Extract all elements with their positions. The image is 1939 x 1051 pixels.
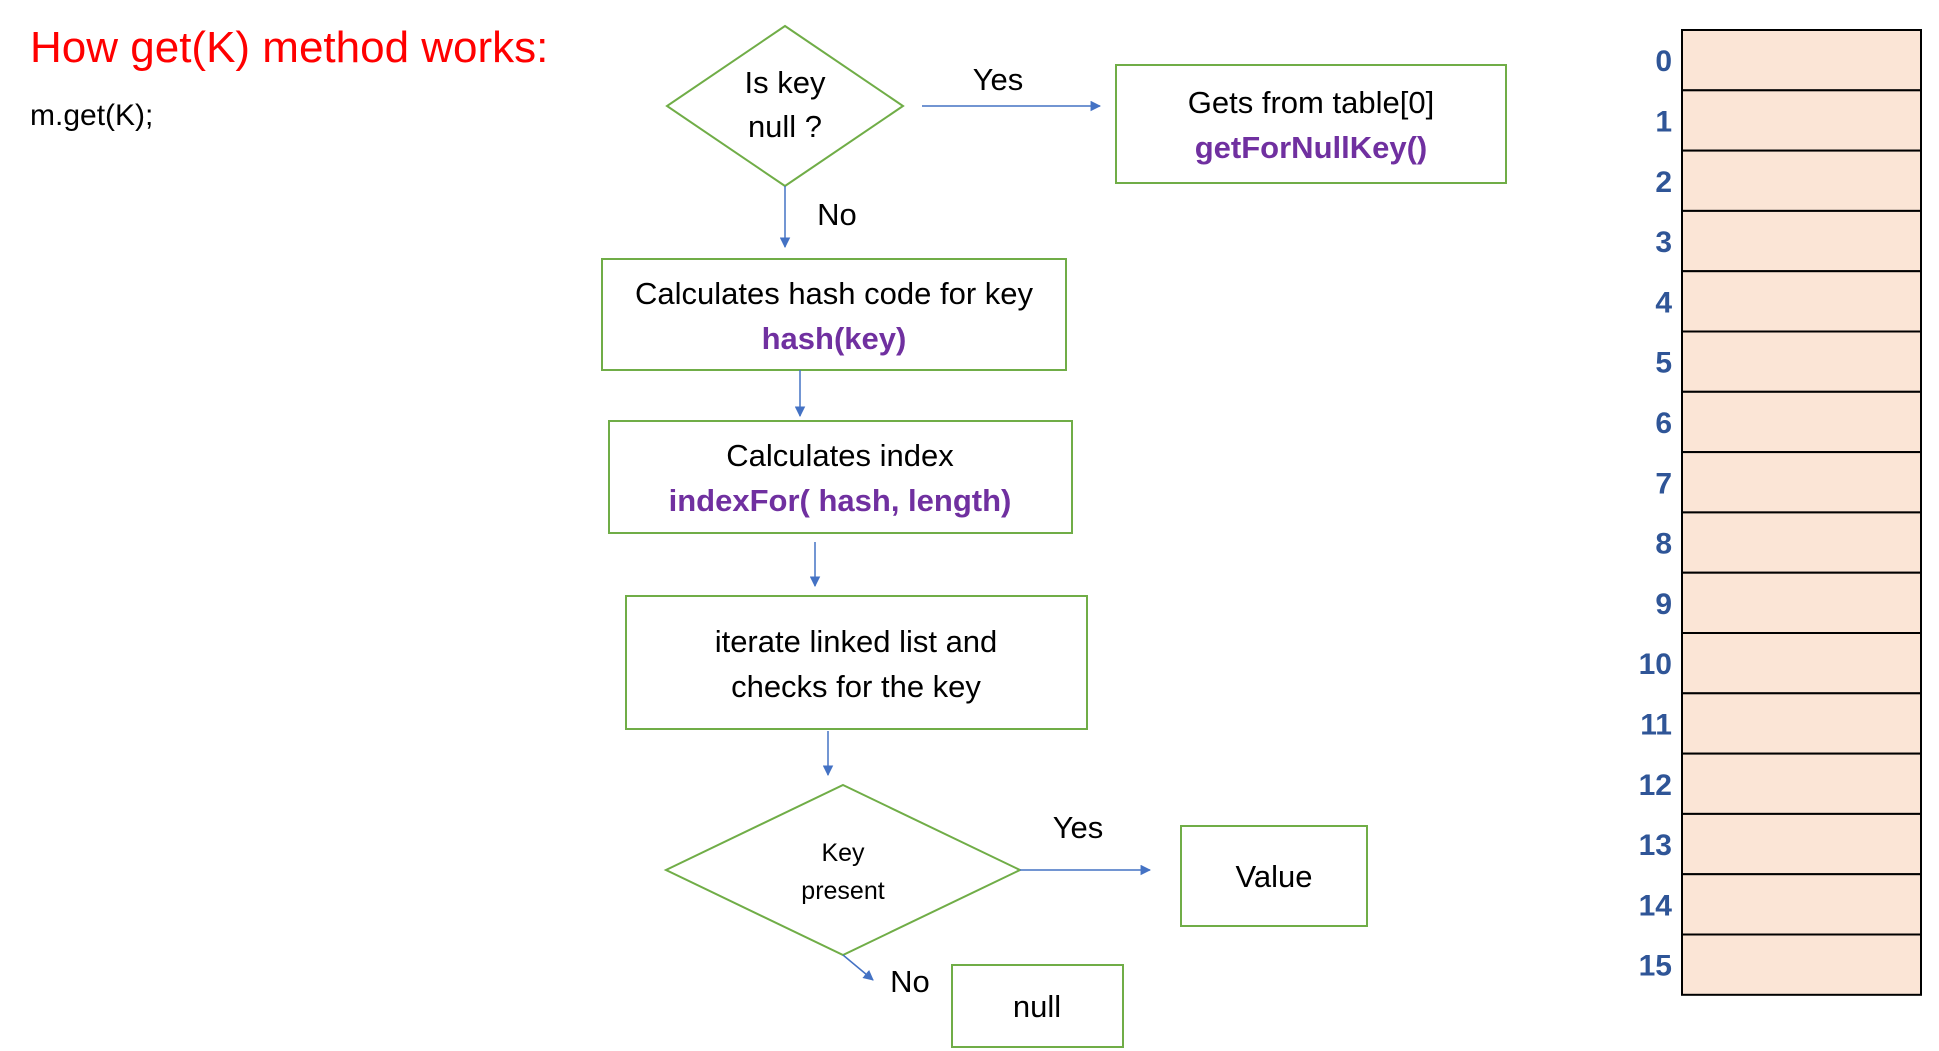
bucket-cell <box>1681 89 1922 152</box>
hash-box: Calculates hash code for key hash(key) <box>601 258 1067 371</box>
bucket-cell <box>1681 330 1922 393</box>
label-present-yes: Yes <box>1053 810 1104 845</box>
bucket-index-label: 5 <box>1655 347 1672 380</box>
iterate-line1: iterate linked list and <box>715 624 998 659</box>
bucket-index-label: 0 <box>1655 45 1672 78</box>
value-label: Value <box>1236 859 1313 894</box>
bucket-cell <box>1681 270 1922 333</box>
arrow-present-no <box>842 954 874 981</box>
null-key-function: getForNullKey() <box>1195 130 1428 165</box>
bucket-cell <box>1681 812 1922 876</box>
bucket-index-label: 10 <box>1639 648 1672 681</box>
bucket-index-label: 1 <box>1655 105 1672 138</box>
bucket-cell <box>1681 873 1922 936</box>
bucket-cell <box>1681 571 1922 635</box>
key-present-line2: present <box>801 877 884 905</box>
key-present-line1: Key <box>821 839 865 867</box>
value-box: Value <box>1180 825 1368 927</box>
bucket-cell <box>1681 29 1922 92</box>
hash-line1: Calculates hash code for key <box>635 276 1034 311</box>
bucket-cell <box>1681 209 1922 273</box>
null-key-box: Gets from table[0] getForNullKey() <box>1115 64 1507 184</box>
bucket-index-label: 11 <box>1640 708 1672 741</box>
bucket-index-label: 9 <box>1655 588 1672 621</box>
bucket-cell <box>1681 752 1922 815</box>
iterate-line2: checks for the key <box>731 669 981 704</box>
bucket-index-label: 4 <box>1655 286 1672 319</box>
bucket-index-label: 6 <box>1655 407 1672 440</box>
bucket-cell <box>1681 933 1922 996</box>
iterate-box: iterate linked list and checks for the k… <box>625 595 1088 730</box>
label-null-yes: Yes <box>973 62 1024 97</box>
bucket-index-label: 15 <box>1639 950 1672 983</box>
code-line: m.get(K); <box>30 99 153 132</box>
null-result-box: null <box>951 964 1124 1048</box>
index-line1: Calculates index <box>726 438 954 473</box>
label-null-no: No <box>817 197 857 232</box>
bucket-cell <box>1681 451 1922 514</box>
page-title: How get(K) method works: <box>30 23 548 72</box>
bucket-index-label: 8 <box>1655 528 1672 561</box>
null-key-line1: Gets from table[0] <box>1188 85 1434 120</box>
bucket-index-label: 14 <box>1639 889 1673 922</box>
index-function: indexFor( hash, length) <box>669 483 1012 518</box>
bucket-cell <box>1681 511 1922 574</box>
is-key-null-line2: null ? <box>748 109 822 144</box>
bucket-cell <box>1681 692 1922 755</box>
bucket-index-label: 2 <box>1655 166 1672 199</box>
label-present-no: No <box>890 964 930 999</box>
index-box: Calculates index indexFor( hash, length) <box>608 420 1073 534</box>
bucket-index-label: 7 <box>1655 467 1672 500</box>
bucket-cell <box>1681 390 1922 454</box>
bucket-cell <box>1681 632 1922 695</box>
bucket-cell <box>1681 149 1922 212</box>
is-key-null-line1: Is key <box>745 65 826 100</box>
null-result-label: null <box>1013 989 1061 1024</box>
hash-function: hash(key) <box>762 321 907 356</box>
bucket-index-label: 12 <box>1639 769 1672 802</box>
key-present-decision: Key present <box>663 783 1023 957</box>
bucket-index-label: 3 <box>1655 226 1672 259</box>
bucket-index-label: 13 <box>1639 829 1672 862</box>
is-key-null-decision: Is key null ? <box>665 24 905 188</box>
